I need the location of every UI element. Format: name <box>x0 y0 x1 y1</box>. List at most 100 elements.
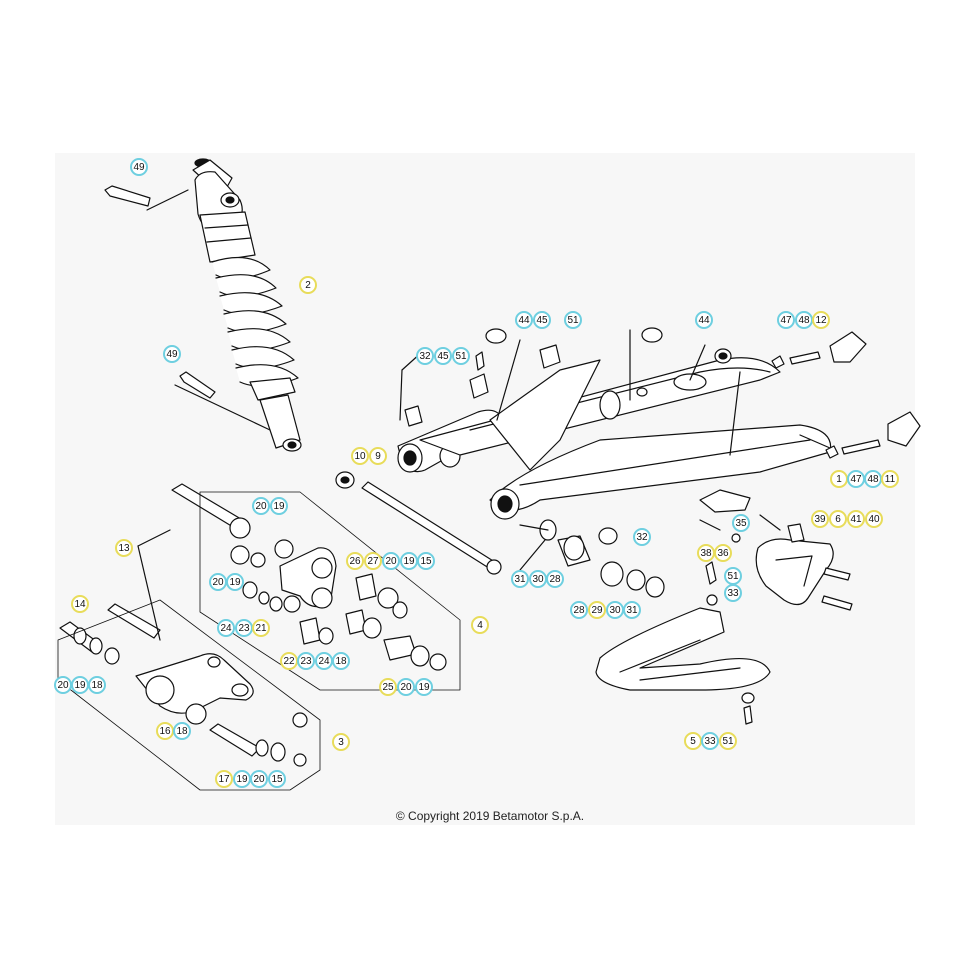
callout-ring <box>777 311 795 329</box>
callout-32: 32 <box>633 528 651 546</box>
callout-number: 28 <box>573 605 585 616</box>
callout-number: 22 <box>283 656 295 667</box>
callout-ring <box>732 514 750 532</box>
callout-ring <box>570 601 588 619</box>
shock-absorber <box>104 158 302 452</box>
callout-19: 19 <box>270 497 288 515</box>
callout-ring <box>130 158 148 176</box>
callout-ring <box>397 678 415 696</box>
callout-20: 20 <box>250 770 268 788</box>
callout-ring <box>217 619 235 637</box>
callout-ring <box>452 347 470 365</box>
callout-ring <box>332 733 350 751</box>
callout-number: 20 <box>255 501 267 512</box>
callout-number: 18 <box>176 726 188 737</box>
callout-number: 1 <box>836 474 842 485</box>
callout-number: 21 <box>255 623 267 634</box>
callout-number: 26 <box>349 556 361 567</box>
callout-number: 48 <box>798 315 810 326</box>
callout-28: 28 <box>546 570 564 588</box>
callout-ring <box>88 676 106 694</box>
callout-27: 27 <box>364 552 382 570</box>
callout-ring <box>297 652 315 670</box>
callout-18: 18 <box>332 652 350 670</box>
callout-ring <box>369 447 387 465</box>
callout-ring <box>226 573 244 591</box>
callout-number: 19 <box>74 680 86 691</box>
callout-44: 44 <box>695 311 713 329</box>
callout-number: 19 <box>418 682 430 693</box>
callout-3: 3 <box>332 733 350 751</box>
callout-number: 39 <box>814 514 826 525</box>
callout-number: 31 <box>514 574 526 585</box>
callout-51: 51 <box>724 567 742 585</box>
callout-number: 5 <box>690 736 696 747</box>
callout-30: 30 <box>529 570 547 588</box>
callout-ring <box>71 595 89 613</box>
callout-49: 49 <box>130 158 148 176</box>
callout-number: 20 <box>400 682 412 693</box>
link-arm <box>57 529 321 791</box>
callout-number: 10 <box>354 451 366 462</box>
callout-number: 51 <box>727 571 739 582</box>
callout-2: 2 <box>299 276 317 294</box>
callout-number: 33 <box>704 736 716 747</box>
callout-number: 30 <box>532 574 544 585</box>
callout-number: 15 <box>420 556 432 567</box>
callout-48: 48 <box>795 311 813 329</box>
callout-number: 41 <box>850 514 862 525</box>
callout-40: 40 <box>865 510 883 528</box>
callout-49: 49 <box>163 345 181 363</box>
callout-39: 39 <box>811 510 829 528</box>
callout-number: 20 <box>385 556 397 567</box>
callout-47: 47 <box>847 470 865 488</box>
callout-number: 20 <box>57 680 69 691</box>
callout-38: 38 <box>697 544 715 562</box>
callout-19: 19 <box>233 770 251 788</box>
callout-ring <box>812 311 830 329</box>
callout-19: 19 <box>415 678 433 696</box>
callout-6: 6 <box>829 510 847 528</box>
callout-13: 13 <box>115 539 133 557</box>
swingarm <box>397 329 832 520</box>
chain-guide <box>699 514 853 611</box>
callout-ring <box>847 510 865 528</box>
callout-number: 9 <box>375 451 381 462</box>
callout-36: 36 <box>714 544 732 562</box>
callout-24: 24 <box>315 652 333 670</box>
callout-ring <box>829 510 847 528</box>
callout-number: 45 <box>536 315 548 326</box>
callout-ring <box>623 601 641 619</box>
callout-number: 11 <box>885 474 896 485</box>
callout-number: 4 <box>477 620 483 631</box>
callout-30: 30 <box>606 601 624 619</box>
callout-32: 32 <box>416 347 434 365</box>
callout-29: 29 <box>588 601 606 619</box>
callout-19: 19 <box>71 676 89 694</box>
callout-12: 12 <box>812 311 830 329</box>
callout-ring <box>719 732 737 750</box>
callout-1: 1 <box>830 470 848 488</box>
callout-33: 33 <box>701 732 719 750</box>
rocker-link <box>171 483 461 691</box>
callout-ring <box>714 544 732 562</box>
callout-ring <box>588 601 606 619</box>
callout-number: 16 <box>159 726 171 737</box>
callout-ring <box>163 345 181 363</box>
callout-number: 47 <box>780 315 792 326</box>
callout-ring <box>515 311 533 329</box>
callout-number: 19 <box>403 556 415 567</box>
chain-slider <box>595 561 771 725</box>
callout-31: 31 <box>623 601 641 619</box>
callout-16: 16 <box>156 722 174 740</box>
callout-ring <box>564 311 582 329</box>
callout-number: 32 <box>636 532 648 543</box>
callout-number: 23 <box>300 656 312 667</box>
callout-22: 22 <box>280 652 298 670</box>
callout-15: 15 <box>268 770 286 788</box>
callout-ring <box>416 347 434 365</box>
callout-ring <box>346 552 364 570</box>
callout-19: 19 <box>226 573 244 591</box>
callout-number: 27 <box>367 556 379 567</box>
